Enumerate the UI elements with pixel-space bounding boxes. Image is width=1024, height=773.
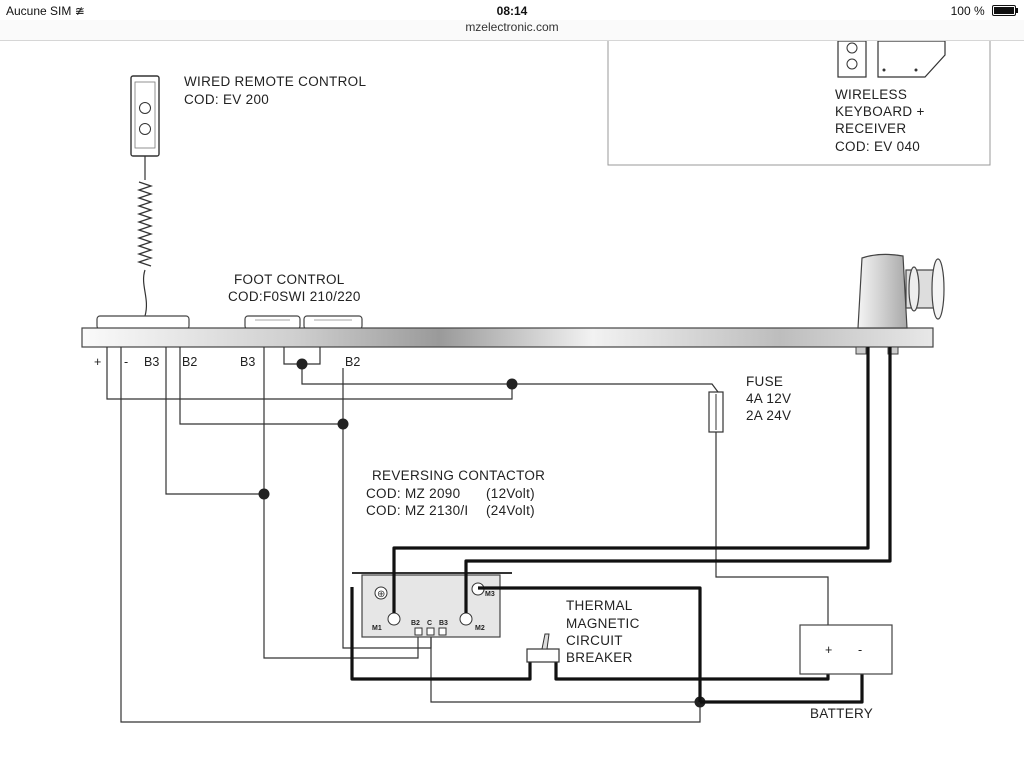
wiring-diagram: WIRELESS KEYBOARD + RECEIVER COD: EV 040… <box>81 40 991 723</box>
foot-switch-2 <box>303 315 363 330</box>
battery-label: BATTERY <box>810 706 873 721</box>
foot-switch-1 <box>244 315 301 330</box>
terminal-minus: - <box>124 355 128 369</box>
battery-icon <box>992 5 1018 16</box>
wireless-box: WIRELESS KEYBOARD + RECEIVER COD: EV 040 <box>607 40 991 166</box>
junction-dot <box>258 488 270 500</box>
url-text[interactable]: mzelectronic.com <box>465 20 559 34</box>
wireless-label-2: KEYBOARD + <box>835 104 925 119</box>
receiver-icon <box>877 40 946 78</box>
windlass <box>855 253 945 355</box>
fuse-rating-12v: 4A 12V <box>746 391 791 406</box>
carrier-status: Aucune SIM ≇ <box>6 4 85 18</box>
contactor-title: REVERSING CONTACTOR <box>372 468 545 483</box>
wifi-icon: ≇ <box>74 4 85 18</box>
breaker-icon <box>526 648 560 663</box>
foot-control-code: COD:F0SWI 210/220 <box>228 289 361 304</box>
junction-dot <box>506 378 518 390</box>
clock: 08:14 <box>496 4 528 18</box>
fuse-title: FUSE <box>746 374 783 389</box>
contactor-m1: M1 <box>372 625 382 632</box>
contactor-volt-24v: (24Volt) <box>486 503 535 518</box>
battery-percent: 100 % <box>950 4 985 18</box>
wireless-label-3: RECEIVER <box>835 121 906 136</box>
terminal-plus: + <box>94 355 101 369</box>
terminal-b3-foot: B3 <box>240 355 255 369</box>
carrier-text: Aucune SIM <box>6 4 72 18</box>
wireless-label-1: WIRELESS <box>835 87 907 102</box>
battery: + - <box>799 624 893 675</box>
contactor-c: C <box>427 620 432 627</box>
contactor-b3: B3 <box>439 620 448 627</box>
wireless-code: COD: EV 040 <box>835 139 920 154</box>
fuse-rating-24v: 2A 24V <box>746 408 791 423</box>
status-bar: Aucune SIM ≇ 08:14 100 % <box>0 0 1024 22</box>
terminal-b3-remote: B3 <box>144 355 159 369</box>
battery-minus: - <box>858 643 862 657</box>
battery-status: 100 % <box>950 4 1018 18</box>
circuit-breaker <box>526 633 560 663</box>
contactor-m2: M2 <box>475 625 485 632</box>
junction-dot <box>337 418 349 430</box>
wired-remote-title: WIRED REMOTE CONTROL <box>184 74 366 89</box>
svg-text:⊕: ⊕ <box>377 589 385 600</box>
reversing-contactor: ⊕ M1 M2 M3 B2 C B3 <box>352 572 512 638</box>
battery-box-icon <box>799 624 893 675</box>
windlass-icon <box>857 253 908 329</box>
terminal-b2-foot: B2 <box>345 355 360 369</box>
battery-plus: + <box>825 643 832 657</box>
contactor-m3: M3 <box>485 591 495 598</box>
contactor-volt-12v: (12Volt) <box>486 486 535 501</box>
junction-dot <box>296 358 308 370</box>
deck-panel <box>81 315 934 348</box>
breaker-label-3: CIRCUIT <box>566 633 623 648</box>
contactor-b2: B2 <box>411 620 420 627</box>
foot-control-title: FOOT CONTROL <box>234 272 345 287</box>
web-content: WIRELESS KEYBOARD + RECEIVER COD: EV 040… <box>0 40 1024 768</box>
terminal-b2-remote: B2 <box>182 355 197 369</box>
control-wiring <box>106 347 829 723</box>
contactor-code-12v: COD: MZ 2090 <box>366 486 460 501</box>
breaker-label-2: MAGNETIC <box>566 616 640 631</box>
address-bar[interactable]: mzelectronic.com <box>0 20 1024 41</box>
breaker-label-4: BREAKER <box>566 650 633 665</box>
coiled-cable <box>136 181 154 267</box>
wired-remote-code: COD: EV 200 <box>184 92 269 107</box>
contactor-code-24v: COD: MZ 2130/I <box>366 503 468 518</box>
remote-socket <box>96 315 190 330</box>
wired-remote: WIRED REMOTE CONTROL COD: EV 200 <box>130 74 366 317</box>
breaker-label-1: THERMAL <box>566 598 633 613</box>
